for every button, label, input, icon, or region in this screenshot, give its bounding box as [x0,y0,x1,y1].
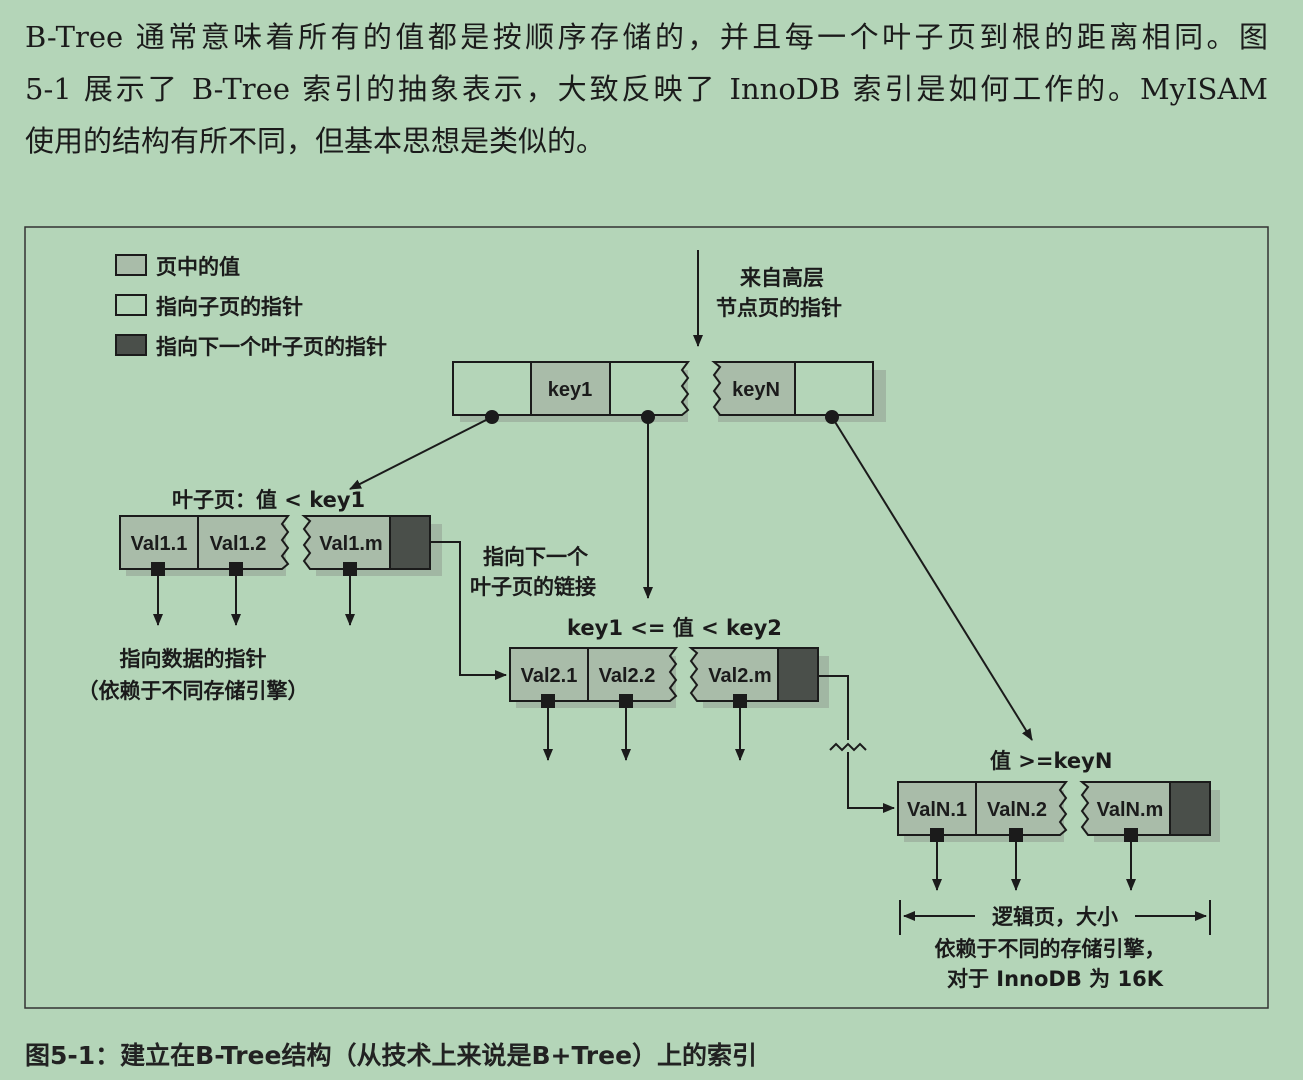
legend-child-pointer-swatch [115,294,147,316]
from-upper-label-2: 节点页的指针 [716,296,842,320]
pointer-arrow-leaf1 [349,416,493,490]
body-text-line-3: 使用的结构有所不同，但基本思想是类似的。 [25,124,606,158]
cell-label: Val1.1 [131,533,188,555]
cell-label: Val1.2 [210,533,267,555]
next-leaf-link-label-2: 叶子页的链接 [470,575,596,599]
data-pointer-label-2: （依赖于不同存储引擎） [78,679,309,703]
legend-next-leaf-swatch [115,334,147,356]
pointer-arrow-leafN [831,416,1033,741]
cell-label: ValN.m [1097,799,1164,821]
next-leaf-pointer-cell [389,515,431,570]
cell-label: Val1.m [319,533,382,555]
cell-label: Val2.2 [599,665,656,687]
body-text-line-1: B-Tree 通常意味着所有的值都是按顺序存储的，并且每一个叶子页到根的距离相同… [25,20,1268,54]
leaf1-label: 叶子页：值 < key1 [172,488,365,512]
legend-next-leaf-label: 指向下一个叶子页的指针 [156,335,387,359]
leaf-page-1: 叶子页：值 < key1 Val1.1 Val1.2 Val1.m [119,488,442,626]
body-text-line-2: 5-1 展示了 B-Tree 索引的抽象表示，大致反映了 InnoDB 索引是如… [25,72,1268,106]
legend-child-pointer-label: 指向子页的指针 [156,295,303,319]
next-leaf-link-2 [818,675,894,808]
root-keyN-label: keyN [732,379,780,401]
legend-value-swatch [115,254,147,276]
from-upper-label-1: 来自高层 [740,266,824,290]
cell-label: ValN.2 [987,799,1047,821]
logical-page-label: 对于 InnoDB 为 16K [947,967,1164,991]
next-leaf-link-1 [430,541,507,680]
legend-value-label: 页中的值 [156,255,240,279]
logical-page-label: 逻辑页，大小 [992,905,1118,929]
next-leaf-pointer-cell [777,647,819,702]
leaf-page-2: key1 <= 值 < key2 Val2.1 Val2.2 Val2.m [509,616,829,761]
leaf-page-N: 值 >=keyN ValN.1 ValN.2 ValN.m [897,749,1220,891]
data-pointer-label-1: 指向数据的指针 [120,647,267,671]
cell-label: ValN.1 [907,799,967,821]
root-key1-label: key1 [548,379,593,401]
cell-label: Val2.m [708,665,771,687]
leafN-label: 值 >=keyN [990,749,1112,773]
root-key1-cell [530,361,611,416]
legend: 页中的值 指向子页的指针 指向下一个叶子页的指针 [115,254,387,359]
root-node: key1 keyN [452,361,886,424]
figure-caption: 图5-1：建立在B-Tree结构（从技术上来说是B+Tree）上的索引 [25,1041,758,1070]
logical-page-annotation: 逻辑页，大小 依赖于不同的存储引擎， 对于 InnoDB 为 16K [899,900,1211,991]
break-squiggle-icon [829,742,867,752]
logical-page-label: 依赖于不同的存储引擎， [935,937,1166,961]
cell-label: Val2.1 [521,665,578,687]
leaf2-label: key1 <= 值 < key2 [567,616,782,640]
next-leaf-pointer-cell [1169,781,1211,836]
next-leaf-link-label-1: 指向下一个 [483,545,589,569]
figure-frame [24,226,1269,1009]
